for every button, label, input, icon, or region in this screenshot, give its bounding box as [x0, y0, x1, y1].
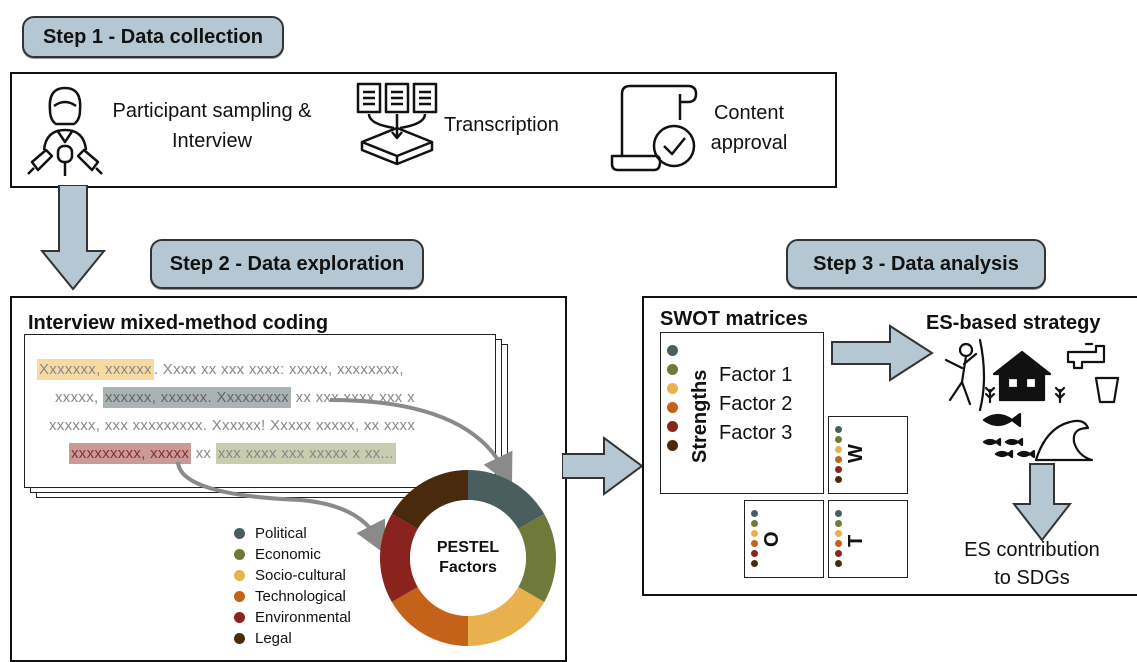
strategy-to-contribution-arrow-icon [1012, 463, 1072, 542]
transcription-label: Transcription [444, 114, 559, 136]
approval-scroll-icon [610, 84, 698, 172]
strengths-label: Strengths [689, 369, 711, 463]
swot-weaknesses-box: W [828, 416, 908, 494]
factor-list: Factor 1 Factor 2 Factor 3 [719, 361, 792, 448]
socio-cultural-dot-icon [234, 570, 245, 581]
donut-hole [410, 500, 526, 616]
swot-opportunities-box: O [744, 500, 824, 578]
legend-legal: Legal [234, 628, 351, 649]
coding-panel-title: Interview mixed-method coding [28, 312, 329, 334]
highlight-political: xxxxxx, xxxxxx. Xxxxxxxxx [102, 387, 292, 408]
swot-strengths-box: Strengths Factor 1 Factor 2 Factor 3 [660, 332, 824, 494]
pestel-donut-chart [380, 470, 556, 646]
highlight-environmental: xxxxxxxxx, xxxxx [69, 443, 192, 464]
right-arrow-icon [562, 436, 644, 496]
factor-1: Factor 1 [719, 364, 793, 386]
donut-segment-technological [391, 587, 468, 646]
strengths-dots [667, 345, 678, 451]
strategy-title: ES-based strategy [926, 312, 1101, 334]
content-approval-label: Content approval [710, 102, 788, 154]
coded-document: Xxxxxxx, xxxxxx. Xxxx xx xxx xxxx: xxxxx… [24, 334, 496, 488]
factor-3: Factor 3 [719, 422, 793, 444]
highlight-socio-cultural: Xxxxxxx, xxxxxx [37, 359, 154, 380]
legend-socio-cultural: Socio-cultural [234, 565, 351, 586]
political-dot-icon [234, 528, 245, 539]
donut-segment-environmental [380, 514, 418, 602]
text-line-3: xxxxxx, xxx xxxxxxxxx. Xxxxxx! Xxxxx xxx… [49, 417, 416, 434]
text-line-1: Xxxxxxx, xxxxxx. Xxxx xx xxx xxxx: xxxxx… [37, 359, 404, 380]
step3-label: Step 3 - Data analysis [786, 239, 1046, 289]
participant-sampling-label: Participant sampling & Interview [112, 100, 312, 152]
economic-dot-icon [234, 549, 245, 560]
swot-title: SWOT matrices [660, 308, 808, 330]
pestel-legend: Political Economic Socio-cultural Techno… [234, 523, 351, 649]
technological-dot-icon [234, 591, 245, 602]
donut-segment-socio-cultural [468, 587, 545, 646]
step1-label: Step 1 - Data collection [22, 16, 284, 58]
weaknesses-label: W [845, 444, 867, 463]
swot-threats-box: T [828, 500, 908, 578]
donut-segment-political [468, 470, 545, 529]
interviewer-icon [27, 86, 103, 176]
donut-segment-economic [518, 514, 556, 602]
step1-panel: Participant sampling & Interview Transcr… [10, 72, 837, 188]
swot-to-strategy-arrow-icon [831, 324, 934, 382]
donut-center-label: PESTEL Factors [436, 539, 500, 576]
step3-panel: SWOT matrices ES-based strategy Strength… [642, 296, 1137, 596]
legal-dot-icon [234, 633, 245, 644]
step2-label: Step 2 - Data exploration [150, 239, 424, 289]
opportunities-label: O [761, 531, 783, 547]
threats-label: T [845, 534, 867, 547]
highlight-economic: xxx xxxx xxx xxxxx x xx... [215, 443, 396, 464]
legend-environmental: Environmental [234, 607, 351, 628]
donut-segment-legal [391, 470, 468, 529]
es-contribution-label: ES contribution to SDGs [964, 539, 1100, 589]
text-line-2: xxxxx, xxxxxx, xxxxxx. Xxxxxxxxx xx xxx … [55, 387, 415, 408]
environmental-dot-icon [234, 612, 245, 623]
legend-political: Political [234, 523, 351, 544]
factor-2: Factor 2 [719, 393, 793, 415]
text-line-4: xxxxxxxxx, xxxxx xx xxx xxxx xxx xxxxx x… [69, 443, 396, 464]
transcription-icon [356, 82, 438, 166]
legend-economic: Economic [234, 544, 351, 565]
legend-technological: Technological [234, 586, 351, 607]
ecosystem-services-icons [944, 338, 1120, 462]
down-arrow-icon [39, 185, 107, 291]
